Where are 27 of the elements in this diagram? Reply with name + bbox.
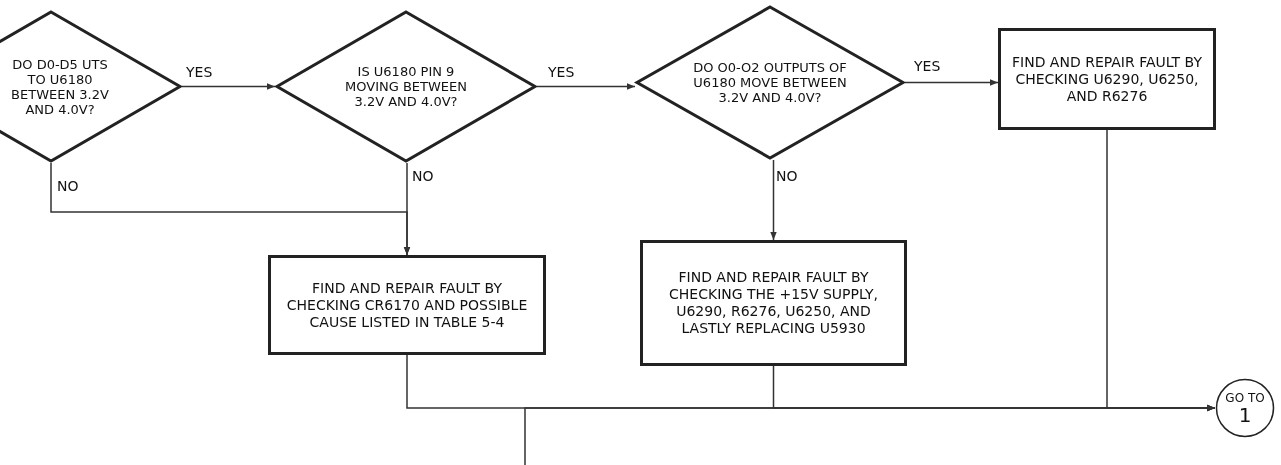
connector-label: GO TO [1225,391,1265,405]
decision-text: DO D0-D5 UTS TO U6180 BETWEEN 3.2V AND 4.0V? [10,56,110,117]
process-box [640,240,907,366]
edge-label: YES [914,58,941,74]
edge-label: NO [412,168,434,184]
decision-diamond [275,10,537,163]
decision-diamond [635,5,905,160]
arrow [403,162,411,256]
arrow [904,79,999,86]
decision-text: DO O0-O2 OUTPUTS OF U6180 MOVE BETWEEN 3.2V AND 4.0V? [692,60,848,105]
arrow [524,404,1216,465]
edge-label: NO [776,168,798,184]
arrow [181,83,276,90]
connector-circle [1215,378,1275,438]
process-text: FIND AND REPAIR FAULT BY CHECKING CR6170 AND POSSIBLE CAUSE LISTED IN TABLE 5-4 [285,279,529,331]
arrow [536,83,636,90]
process-box [268,255,546,355]
connector-number: 1 [1238,404,1252,425]
decision-diamond [0,10,182,163]
decision-text: IS U6180 PIN 9 MOVING BETWEEN 3.2V AND 4.0V? [344,64,468,109]
arrow [770,159,777,241]
edge-label: YES [186,64,213,80]
process-box [998,28,1216,130]
edge-label: NO [57,178,79,194]
process-text: FIND AND REPAIR FAULT BY CHECKING THE +15V SUPPLY, U6290, R6276, U6250, AND LASTLY REPLACING U5930 [668,269,879,337]
edge-label: YES [548,64,575,80]
process-text: FIND AND REPAIR FAULT BY CHECKING U6290, U6250, AND R6276 [1011,53,1203,105]
